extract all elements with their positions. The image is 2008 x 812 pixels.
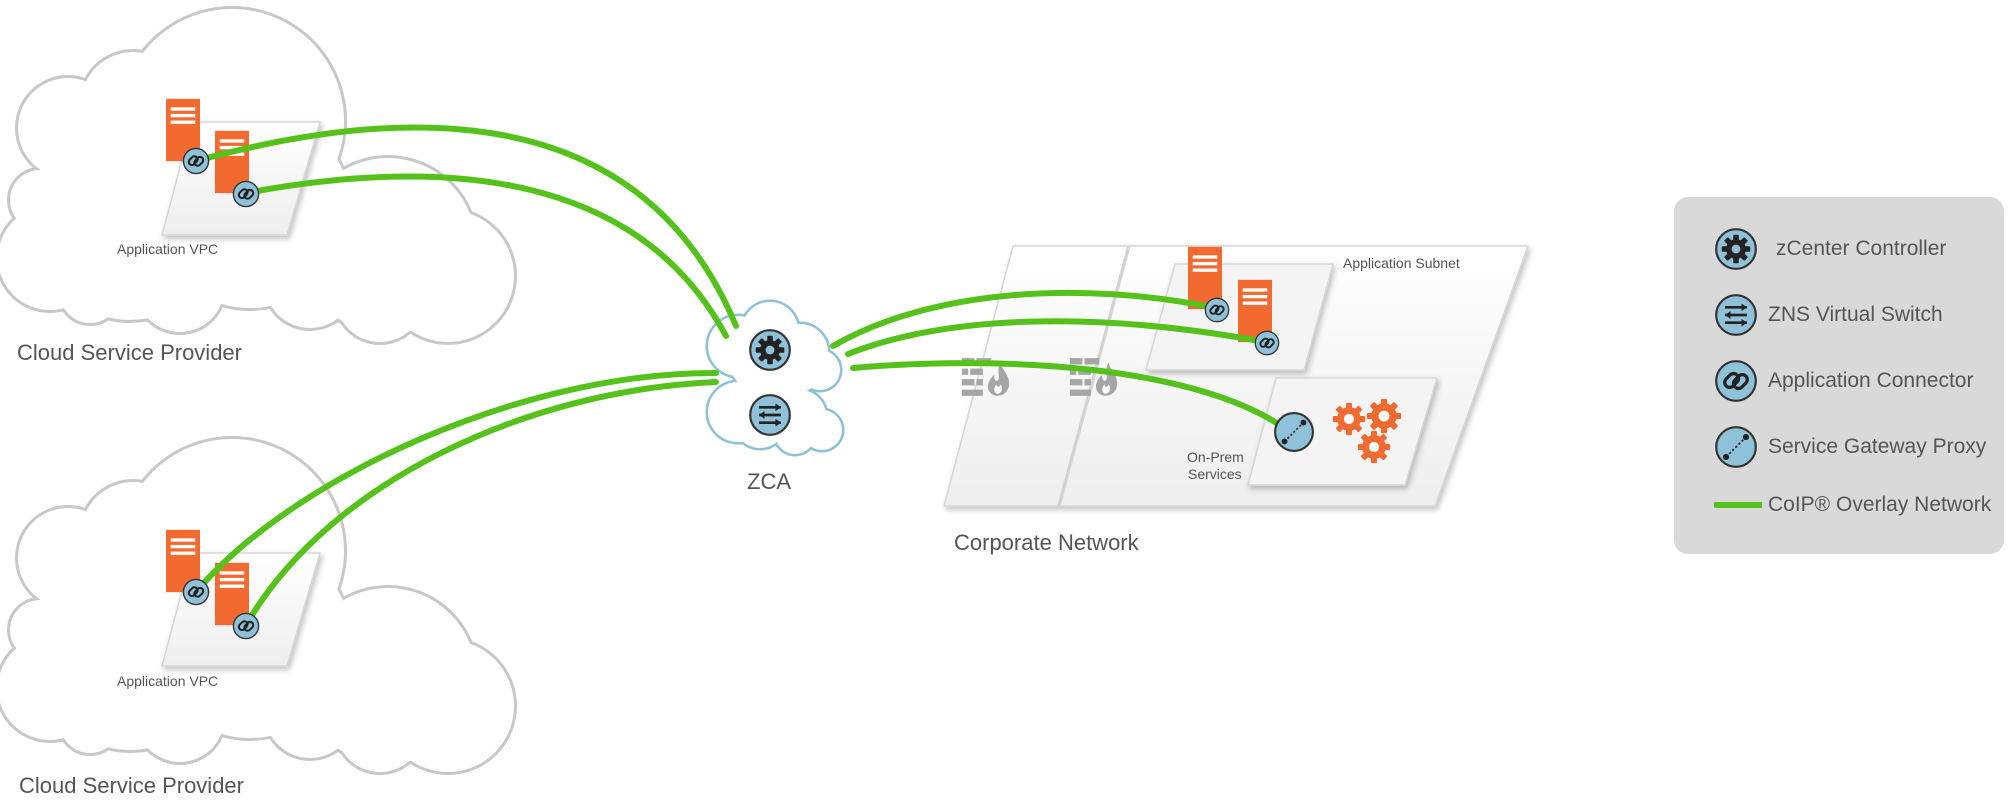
corporate-network-label: Corporate Network [954,530,1140,555]
legend-item-zns-switch: ZNS Virtual Switch [1714,290,1943,340]
overlay-link [243,379,719,628]
corporate-network: Application Subnet On-Prem Services [943,245,1530,507]
legend-panel: zCenter Controller ZNS Virtual Switch Ap… [1674,197,2004,554]
chain-link-icon [1204,297,1230,323]
chain-link-icon [232,612,260,640]
gear-icon [1366,398,1402,434]
application-subnet-label: Application Subnet [1343,255,1460,271]
zca-label: ZCA [747,469,791,494]
green-line [1714,502,1762,508]
cloud-provider-label: Cloud Service Provider [19,773,244,798]
legend-item-overlay: CoIP® Overlay Network [1714,480,1991,530]
proxy-line-icon [1274,412,1314,452]
onprem-label-line1: On-Prem [1187,449,1244,465]
gear-icon [1357,430,1391,464]
gear-icon [749,329,791,371]
vpc-label: Application VPC [117,673,218,689]
overlay-link [193,369,719,595]
gear-icon [1715,228,1757,270]
legend-item-zcenter: zCenter Controller [1714,224,1946,274]
cloud-provider-label: Cloud Service Provider [17,340,242,365]
overlay-link [193,124,739,329]
onprem-label-line2: Services [1188,466,1242,482]
gear-icon [1332,402,1366,436]
legend-label: Service Gateway Proxy [1768,435,1987,458]
chain-link-icon [182,578,210,606]
legend-item-app-connector: Application Connector [1714,356,1973,406]
overlay-link [850,360,1293,435]
chain-link-icon [182,147,210,175]
overlay-link [243,173,729,339]
legend-label: ZNS Virtual Switch [1768,303,1943,326]
vpc-label: Application VPC [117,241,218,257]
legend-item-gateway-proxy: Service Gateway Proxy [1714,422,1986,472]
proxy-line-icon [1715,426,1757,468]
chain-link-icon [1254,330,1280,356]
chain-link-icon [232,180,260,208]
legend-label: zCenter Controller [1776,237,1947,260]
overlay-link [830,289,1219,349]
overlay-link [845,318,1268,357]
overlay-links [193,124,1293,628]
chain-link-icon [1714,359,1758,403]
legend-label: Application Connector [1768,369,1974,392]
switch-arrows-icon [1714,293,1758,337]
dmz-panel [943,245,1129,507]
legend-label: CoIP® Overlay Network [1768,493,1992,516]
switch-arrows-icon [748,393,792,437]
onprem-services-panel [1247,377,1439,486]
